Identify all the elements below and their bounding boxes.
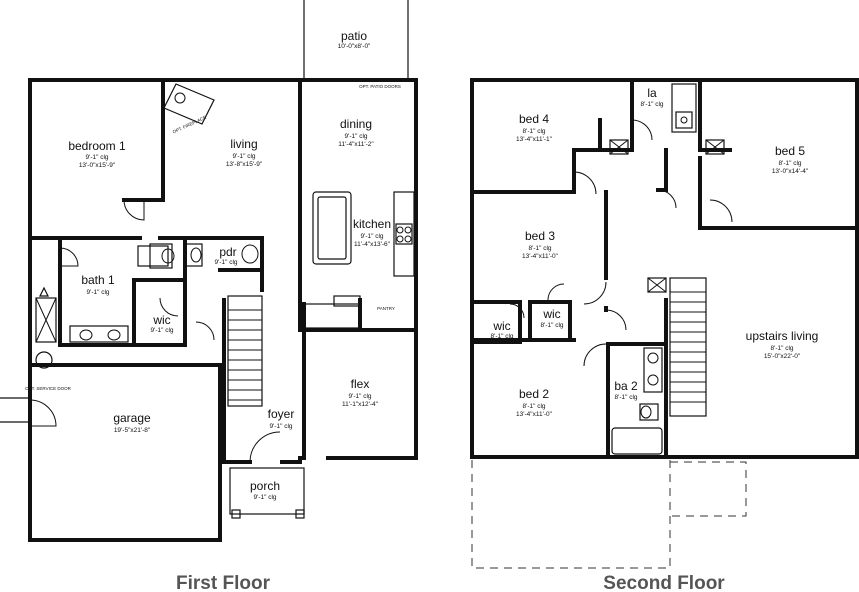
bed3-dims: 13'-4"x11'-0" (522, 253, 559, 260)
first-floor-plan: patio 10'-0"x8'-0" OPT. PATIO DOORS OPT.… (0, 0, 418, 592)
wic-a-label: wic (492, 319, 510, 333)
bathroom-fixtures (35, 243, 259, 369)
living-ceiling: 9'-1" clg (232, 153, 255, 160)
second-floor-stairs (669, 277, 707, 417)
upstairs-living-ceiling: 8'-1" clg (770, 345, 793, 352)
bedroom1-dims: 13'-0"x15'-9" (79, 162, 116, 169)
bed3-ceiling: 8'-1" clg (528, 245, 551, 252)
bed4-label: bed 4 (519, 112, 549, 126)
second-floor-plan: bed 4 8'-1" clg 13'-4"x11'-1" la 8'-1" c… (470, 78, 859, 592)
garage-dims: 19'-5"x21'-8" (114, 427, 151, 434)
kitchen-dims: 11'-4"x13'-6" (354, 241, 391, 248)
wic-ceiling: 9'-1" clg (150, 327, 173, 334)
porch-label: porch (250, 479, 280, 493)
service-door-label: OPT. SERVICE DOOR (25, 386, 71, 391)
living-dims: 13'-8"x15'-9" (226, 161, 263, 168)
bed5-dims: 13'-0"x14'-4" (772, 168, 809, 175)
foyer-ceiling: 9'-1" clg (269, 423, 292, 430)
first-floor-title: First Floor (176, 573, 271, 592)
bed2-dims: 13'-4"x11'-0" (516, 411, 553, 418)
dining-label: dining (340, 117, 372, 131)
dining-dims: 11'-4"x11'-2" (338, 141, 374, 148)
flex-dims: 11'-1"x12'-4" (342, 401, 379, 408)
bedroom1-ceiling: 9'-1" clg (85, 154, 108, 161)
bed5-ceiling: 8'-1" clg (778, 160, 801, 167)
living-label: living (230, 137, 257, 151)
first-floor-doors (0, 199, 281, 463)
laundry-fixtures (671, 83, 697, 133)
garage-roof-dashed-outline (471, 460, 747, 569)
patio-outline (303, 0, 409, 80)
upstairs-living-dims: 15'-0"x22'-0" (764, 353, 801, 360)
bed5-label: bed 5 (775, 144, 805, 158)
wic-a-ceiling: 8'-1" clg (490, 333, 513, 340)
dining-ceiling: 9'-1" clg (344, 133, 367, 140)
bedroom1-label: bedroom 1 (68, 139, 126, 153)
wic-b-label: wic (542, 307, 560, 321)
garage-label: garage (113, 411, 151, 425)
bed3-label: bed 3 (525, 229, 555, 243)
flex-ceiling: 9'-1" clg (348, 393, 371, 400)
la-label: la (647, 86, 657, 100)
bath1-ceiling: 9'-1" clg (86, 289, 109, 296)
kitchen-label: kitchen (353, 217, 391, 231)
pantry-label: PANTRY (377, 306, 395, 311)
bath1-label: bath 1 (81, 273, 115, 287)
kitchen-fixtures (303, 191, 415, 329)
bed2-ceiling: 8'-1" clg (522, 403, 545, 410)
first-floor-exterior-walls (28, 78, 418, 542)
first-floor-interior-walls (28, 78, 418, 464)
fireplace-label: OPT. FIREPLACE (172, 115, 207, 135)
pdr-label: pdr (219, 245, 236, 259)
kitchen-ceiling: 9'-1" clg (360, 233, 383, 240)
second-floor-title: Second Floor (603, 573, 725, 592)
bath2-fixtures (611, 347, 663, 455)
bed4-dims: 13'-4"x11'-1" (516, 136, 553, 143)
fireplace-fixture (163, 83, 215, 125)
la-ceiling: 8'-1" clg (640, 101, 663, 108)
ba2-ceiling: 8'-1" clg (614, 394, 637, 401)
bed4-ceiling: 8'-1" clg (522, 128, 545, 135)
patio-label: patio (341, 29, 367, 43)
wic-label: wic (152, 313, 170, 327)
first-floor-stairs (227, 295, 263, 407)
porch-outline (229, 467, 305, 519)
upstairs-living-label: upstairs living (746, 329, 819, 343)
foyer-label: foyer (268, 407, 295, 421)
bed2-label: bed 2 (519, 387, 549, 401)
patio-door-label: OPT. PATIO DOORS (359, 84, 401, 89)
second-floor-doors (509, 119, 733, 367)
pdr-ceiling: 9'-1" clg (214, 259, 237, 266)
flex-label: flex (351, 377, 370, 391)
linen-closets (609, 139, 725, 293)
wic-b-ceiling: 8'-1" clg (540, 322, 563, 329)
porch-ceiling: 9'-1" clg (253, 494, 276, 501)
ba2-label: ba 2 (614, 379, 638, 393)
patio-dims: 10'-0"x8'-0" (338, 43, 371, 50)
